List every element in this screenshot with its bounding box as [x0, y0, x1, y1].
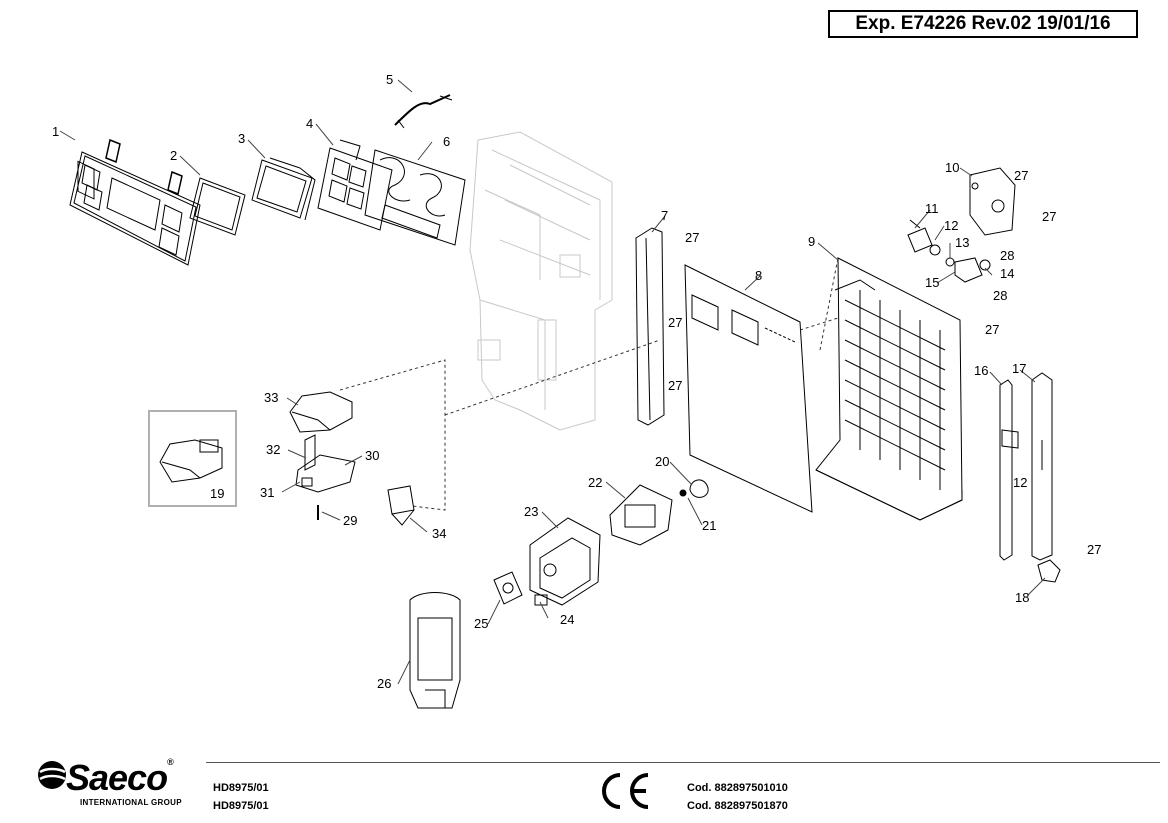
label-part-31: 31	[260, 485, 274, 500]
label-part-27-c: 27	[685, 230, 699, 245]
brand-registered-mark: ®	[167, 757, 174, 767]
part-20-21-ring-seal	[679, 479, 709, 498]
part-1-front-panel	[69, 138, 201, 266]
drawing-reference-box: Exp. E74226 Rev.02 19/01/16	[828, 10, 1138, 38]
brand-wordmark: Saeco®	[66, 757, 174, 799]
label-part-10: 10	[945, 160, 959, 175]
brand-name: Saeco	[66, 757, 168, 798]
label-part-30: 30	[365, 448, 379, 463]
model-number-1: HD8975/01	[213, 782, 269, 794]
label-part-27-d: 27	[668, 315, 682, 330]
part-19-nozzle-alt	[159, 439, 223, 483]
label-part-12: 12	[944, 218, 958, 233]
label-part-32: 32	[266, 442, 280, 457]
part-24-25-plug-gasket	[493, 571, 548, 606]
part-8-front-cover	[684, 264, 813, 513]
label-part-23: 23	[524, 504, 538, 519]
label-part-7: 7	[661, 208, 668, 223]
part-17-side-panel	[1031, 372, 1053, 561]
label-part-25: 25	[474, 616, 488, 631]
label-part-27-f: 27	[985, 322, 999, 337]
label-part-6: 6	[443, 134, 450, 149]
label-part-24: 24	[560, 612, 574, 627]
label-part-15: 15	[925, 275, 939, 290]
part-18-end-cap	[1037, 559, 1061, 583]
brand-subtitle: INTERNATIONAL GROUP	[80, 798, 182, 807]
label-part-27-e: 27	[668, 378, 682, 393]
ce-mark-icon	[602, 773, 649, 809]
part-30-32-bracket	[295, 434, 356, 493]
label-part-28-a: 28	[1000, 248, 1014, 263]
part-7-side-trim	[635, 227, 665, 426]
label-part-12-b: 12	[1013, 475, 1027, 490]
label-part-27-g: 27	[1087, 542, 1101, 557]
label-part-22: 22	[588, 475, 602, 490]
part-3-display-module	[251, 157, 316, 221]
label-part-27-a: 27	[1014, 168, 1028, 183]
label-part-26: 26	[377, 676, 391, 691]
part-33-nozzle	[289, 391, 353, 433]
saeco-swirl-logo-icon	[38, 761, 66, 789]
label-part-1: 1	[52, 124, 59, 139]
part-5-ribbon-cable	[394, 94, 453, 129]
label-part-27-b: 27	[1042, 209, 1056, 224]
product-code-1: Cod. 882897501010	[687, 782, 788, 794]
label-part-33: 33	[264, 390, 278, 405]
ghost-frame	[469, 131, 613, 431]
part-22-outlet-housing	[609, 484, 673, 546]
model-number-2: HD8975/01	[213, 800, 269, 812]
label-part-2: 2	[170, 148, 177, 163]
part-10-top-bracket	[969, 167, 1016, 236]
label-part-29: 29	[343, 513, 357, 528]
label-part-5: 5	[386, 72, 393, 87]
part-16-vertical-strip	[999, 379, 1019, 561]
label-part-28-b: 28	[993, 288, 1007, 303]
label-part-21: 21	[702, 518, 716, 533]
part-6-keypad-membrane	[364, 149, 466, 246]
label-part-14: 14	[1000, 266, 1014, 281]
part-34-clip	[387, 485, 415, 526]
label-part-19: 19	[210, 486, 224, 501]
label-part-11: 11	[925, 201, 939, 216]
label-part-18: 18	[1015, 590, 1029, 605]
part-2-display-glass	[189, 177, 246, 236]
product-code-2: Cod. 882897501870	[687, 800, 788, 812]
part-number-labels: 1 2 3 4 5 6 7 8 9 10 11 12 13 14 15 16 1…	[52, 72, 1101, 691]
part-19-inset-box	[148, 410, 237, 507]
label-part-16: 16	[974, 363, 988, 378]
part-23-drip-collector	[529, 517, 601, 606]
label-part-8: 8	[755, 268, 762, 283]
exploded-parts-diagram: 1 2 3 4 5 6 7 8 9 10 11 12 13 14 15 16 1…	[52, 72, 1101, 709]
part-9-chassis-frame	[815, 257, 963, 521]
part-26-water-tank	[409, 592, 461, 709]
label-part-4: 4	[306, 116, 313, 131]
label-part-20: 20	[655, 454, 669, 469]
label-part-13: 13	[955, 235, 969, 250]
label-part-17: 17	[1012, 361, 1026, 376]
part-4-keypad-frame	[317, 139, 393, 231]
footer-divider	[206, 762, 1160, 763]
leader-lines	[59, 79, 1046, 685]
label-part-3: 3	[238, 131, 245, 146]
label-part-9: 9	[808, 234, 815, 249]
label-part-34: 34	[432, 526, 446, 541]
assembly-guide-lines	[339, 257, 839, 511]
